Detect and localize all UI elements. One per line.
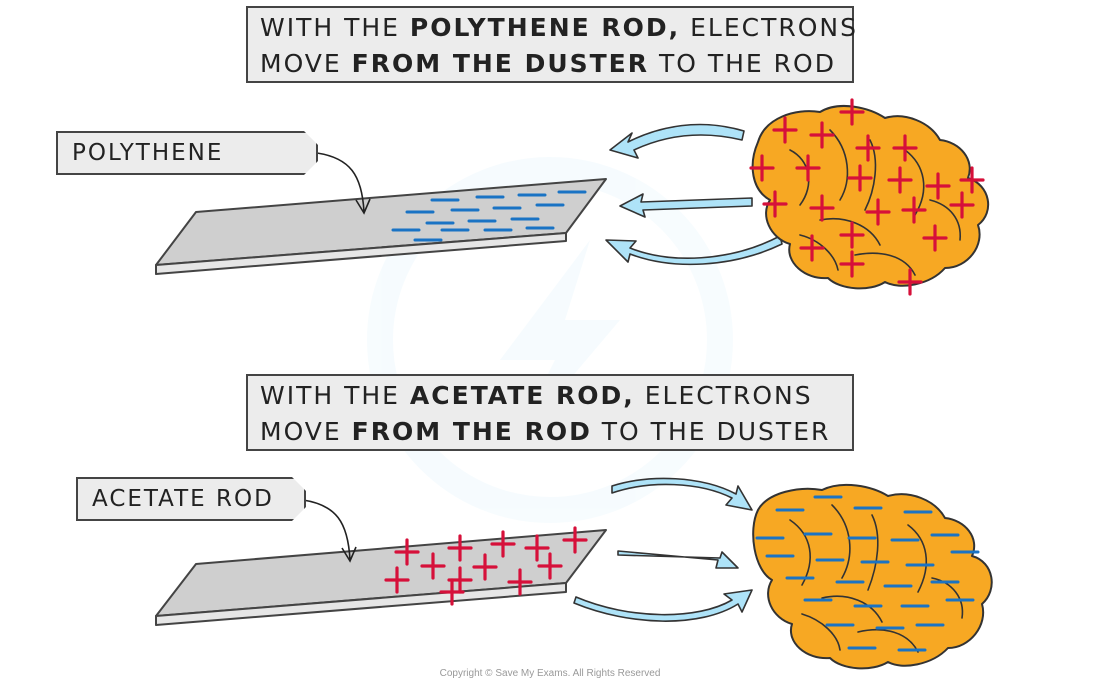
caption-text: MOVE bbox=[260, 49, 352, 78]
caption-text: MOVE bbox=[260, 417, 352, 446]
caption-text: TO THE ROD bbox=[649, 49, 836, 78]
bottom-caption: WITH THE ACETATE ROD, ELECTRONS MOVE FRO… bbox=[246, 374, 854, 451]
polythene-rod-label: POLYTHENE ROD bbox=[56, 131, 318, 175]
caption-bold-text: FROM THE DUSTER bbox=[351, 49, 650, 78]
caption-text: WITH THE bbox=[260, 381, 410, 410]
electron-flow-arrows-to-rod bbox=[605, 123, 783, 266]
watermark-logo bbox=[367, 157, 733, 523]
caption-text: WITH THE bbox=[260, 13, 410, 42]
caption-text: ELECTRONS bbox=[634, 381, 813, 410]
duster-bottom bbox=[752, 483, 993, 670]
caption-text: ELECTRONS bbox=[680, 13, 858, 42]
acetate-rod-label: ACETATE ROD bbox=[76, 477, 306, 521]
electron-flow-arrows-to-duster bbox=[573, 477, 753, 622]
label-pointer-arrow bbox=[316, 152, 371, 215]
label-pointer-arrow bbox=[302, 499, 357, 563]
duster-top bbox=[751, 105, 990, 290]
caption-bold-text: POLYTHENE ROD, bbox=[409, 13, 681, 42]
polythene-rod bbox=[155, 178, 607, 275]
copyright-text: Copyright © Save My Exams. All Rights Re… bbox=[439, 668, 661, 679]
caption-bold-text: FROM THE ROD bbox=[351, 417, 592, 446]
caption-text: TO THE DUSTER bbox=[591, 417, 831, 446]
top-caption: WITH THE POLYTHENE ROD, ELECTRONS MOVE F… bbox=[246, 6, 856, 83]
caption-bold-text: ACETATE ROD, bbox=[409, 381, 635, 410]
